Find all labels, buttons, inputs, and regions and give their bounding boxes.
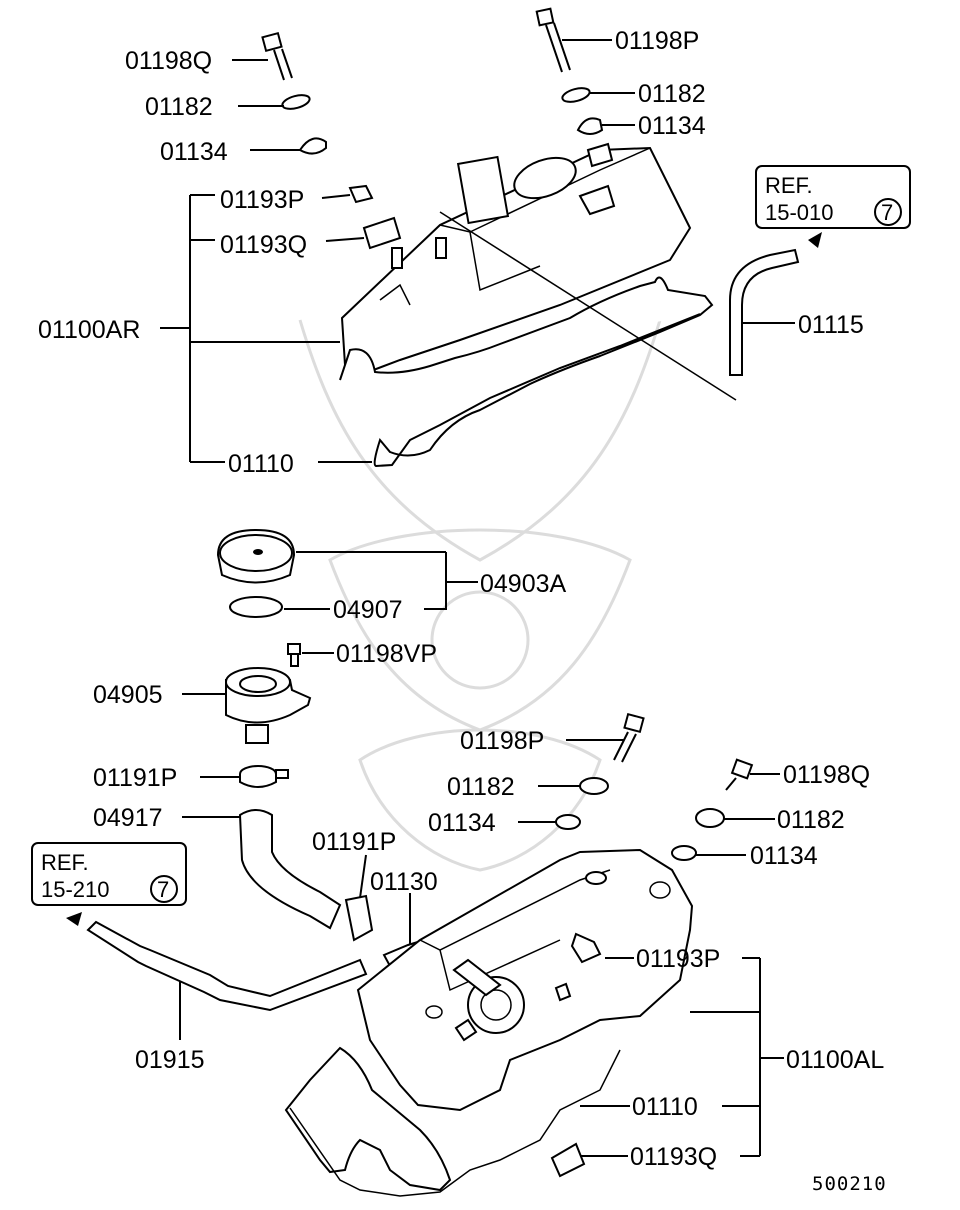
label-01134-bottom-2: 01134 <box>750 842 818 870</box>
label-01182-top-right: 01182 <box>638 80 706 108</box>
label-01134-bottom-1: 01134 <box>428 809 496 837</box>
label-01182-bottom-1: 01182 <box>447 773 515 801</box>
label-04917: 04917 <box>93 804 163 832</box>
leader-line <box>359 854 367 899</box>
reference-line <box>439 211 737 401</box>
label-04907: 04907 <box>333 596 403 624</box>
washer-icon <box>281 94 311 110</box>
valve-cover-right <box>340 142 692 377</box>
arrow-icon <box>808 232 822 248</box>
oil-cap-icon <box>216 528 296 584</box>
label-01134-top-right: 01134 <box>638 112 706 140</box>
leader-line <box>321 194 351 199</box>
arrow-icon <box>66 912 82 926</box>
leader-line <box>325 237 365 242</box>
bolt-icon <box>725 758 754 791</box>
gasket-bottom <box>284 1046 452 1192</box>
clip-icon <box>550 1142 586 1178</box>
washer-icon <box>561 87 591 103</box>
label-01198P-bottom: 01198P <box>460 727 544 755</box>
label-01100AL: 01100AL <box>786 1046 884 1074</box>
label-01198P-top: 01198P <box>615 27 699 55</box>
clip-icon <box>362 216 402 250</box>
label-01191P-2: 01191P <box>312 828 396 856</box>
label-01182-top-left: 01182 <box>145 93 213 121</box>
filler-neck-icon <box>225 667 312 744</box>
ref-top-line1: REF. <box>765 173 813 198</box>
hose-icon <box>86 920 368 1012</box>
label-01130: 01130 <box>370 868 438 896</box>
ref-box-top: REF. 15-010 7 <box>755 165 911 229</box>
label-01193Q-bottom: 01193Q <box>630 1143 717 1171</box>
gasket-ring-icon <box>229 596 283 618</box>
label-01110-top: 01110 <box>228 450 294 478</box>
grommet-icon <box>298 137 327 155</box>
label-01915: 01915 <box>135 1046 205 1074</box>
grommet-icon <box>555 814 581 830</box>
clamp-icon <box>239 765 289 788</box>
clamp-icon <box>344 894 374 942</box>
washer-icon <box>695 808 725 828</box>
gasket-top <box>339 276 714 468</box>
label-01191P-1: 01191P <box>93 764 177 792</box>
label-01182-bottom-2: 01182 <box>777 806 845 834</box>
gasket-bottom-edge <box>289 1049 621 1197</box>
hose-icon <box>729 248 800 376</box>
label-04903A: 04903A <box>480 570 567 598</box>
label-01193Q-top: 01193Q <box>220 231 307 259</box>
bolt-icon <box>287 643 301 667</box>
label-01193P-bottom: 01193P <box>636 945 720 973</box>
ref-bottom-line1: REF. <box>41 850 89 875</box>
bolt-icon <box>613 712 645 763</box>
ref-top-line2: 15-010 <box>765 200 834 225</box>
label-01193P-top: 01193P <box>220 186 304 214</box>
clip-icon <box>348 184 374 204</box>
label-04905: 04905 <box>93 681 163 709</box>
label-01198VP: 01198VP <box>336 640 437 668</box>
diagram-code: 500210 <box>812 1173 887 1195</box>
label-01115: 01115 <box>798 311 864 339</box>
washer-icon <box>579 777 609 795</box>
label-01100AR: 01100AR <box>38 316 140 344</box>
ref-box-bottom: REF. 15-210 7 <box>31 842 187 906</box>
valve-cover-left <box>356 848 694 1112</box>
grommet-icon <box>671 845 697 861</box>
label-01134-top-left: 01134 <box>160 138 228 166</box>
ref-bottom-circle: 7 <box>157 877 169 902</box>
label-01198Q-top: 01198Q <box>125 47 212 75</box>
bolt-icon <box>261 31 293 81</box>
hose-icon <box>238 809 342 930</box>
label-01110-bottom: 01110 <box>632 1093 698 1121</box>
bolt-icon <box>535 7 571 73</box>
grommet-icon <box>576 117 604 135</box>
label-01198Q-bottom: 01198Q <box>783 761 870 789</box>
ref-bottom-line2: 15-210 <box>41 877 110 902</box>
ref-top-circle: 7 <box>881 200 893 225</box>
